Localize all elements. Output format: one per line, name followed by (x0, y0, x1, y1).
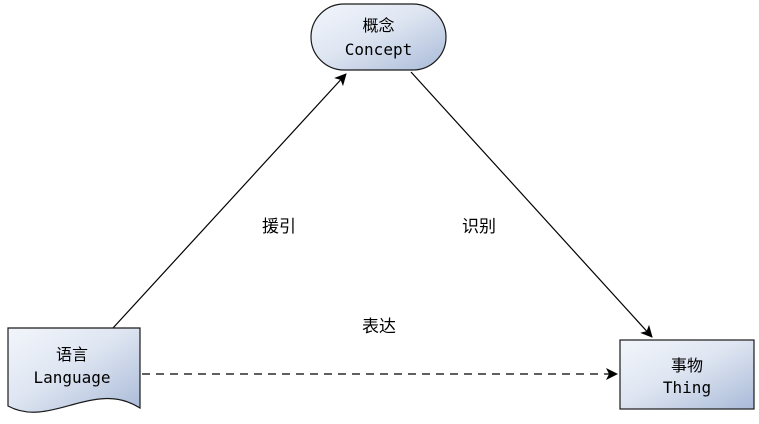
node-concept: 概念 Concept (310, 3, 447, 71)
edge-label-identify: 识别 (462, 217, 496, 237)
node-thing: 事物 Thing (619, 339, 755, 410)
edge-concept-to-thing (410, 71, 653, 338)
language-label-cn: 语言 (56, 345, 88, 364)
language-label-en: Language (33, 368, 110, 387)
edge-language-to-concept (112, 73, 347, 329)
edge-label-cite: 援引 (262, 217, 296, 237)
node-language: 语言 Language (7, 327, 141, 413)
thing-label-cn: 事物 (671, 356, 703, 375)
thing-label-en: Thing (663, 378, 711, 397)
concept-label-en: Concept (345, 40, 412, 59)
edge-label-express: 表达 (362, 317, 396, 337)
concept-label-cn: 概念 (362, 16, 394, 35)
